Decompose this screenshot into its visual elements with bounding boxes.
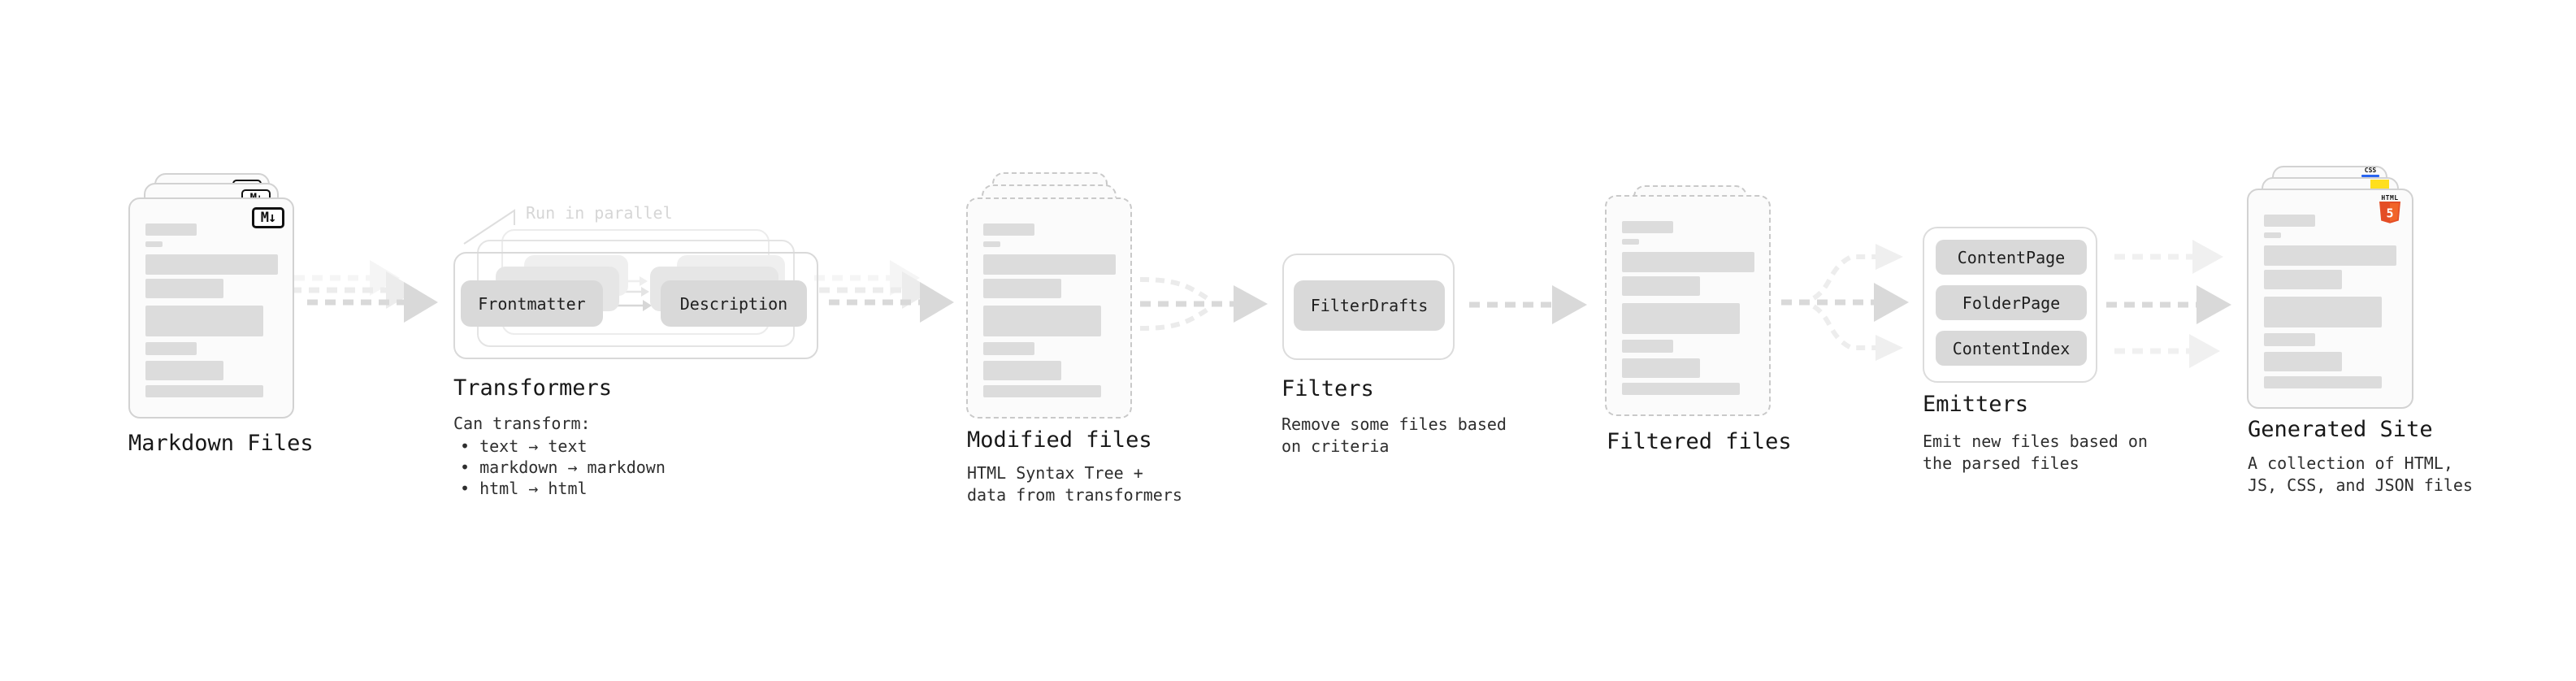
filtered-files-title: Filtered files (1607, 429, 1792, 454)
text-line (2264, 333, 2315, 346)
generated-site-title: Generated Site (2248, 417, 2433, 442)
text-line (983, 306, 1101, 336)
text-line (145, 361, 223, 380)
text-line (983, 241, 1000, 247)
text-line (1622, 383, 1740, 395)
text-line (2264, 215, 2315, 227)
contentpage-pill: ContentPage (1936, 240, 2087, 275)
filtered-document-front (1605, 195, 1771, 416)
text-line (983, 361, 1061, 380)
emitters-container: ContentPage FolderPage ContentIndex (1923, 227, 2097, 383)
css-badge: CSS (2361, 167, 2379, 177)
text-line (1622, 276, 1700, 296)
text-line (2264, 352, 2342, 371)
transformers-title: Transformers (453, 375, 613, 401)
text-line (2264, 245, 2396, 266)
html5-icon-label: HTML (2381, 194, 2399, 202)
arrow-emitters-to-generated (2106, 240, 2231, 368)
text-lines (1622, 221, 1769, 414)
run-in-parallel-note: Run in parallel (526, 203, 673, 223)
contentindex-pill: ContentIndex (1936, 331, 2087, 366)
text-line (1622, 239, 1639, 245)
html5-icon: HTML 5 (2378, 194, 2402, 227)
css-badge-label: CSS (2364, 167, 2377, 174)
text-line (2264, 297, 2382, 327)
arrow-filtered-to-emitters-split (1781, 244, 1909, 361)
javascript-badge (2370, 180, 2389, 189)
svg-text:5: 5 (2386, 206, 2393, 221)
html5-shield: 5 (2379, 202, 2400, 223)
transformer-layer-front (453, 252, 818, 359)
modified-files-title: Modified files (967, 427, 1152, 453)
text-line (145, 241, 163, 247)
text-line (145, 279, 223, 298)
emitters-title: Emitters (1923, 392, 2029, 417)
text-line (1622, 358, 1700, 378)
arrow-modified-to-filters-merge (1139, 277, 1268, 331)
emitters-description: Emit new files based on the parsed files (1923, 432, 2148, 473)
text-line (1622, 221, 1673, 233)
text-line (145, 223, 197, 236)
arrow-transformers-to-modified (814, 260, 954, 323)
generated-site-description: A collection of HTML, JS, CSS, and JSON … (2248, 453, 2473, 495)
markdown-icon: M↓ (252, 207, 284, 228)
text-line (2264, 232, 2281, 238)
modified-files-description: HTML Syntax Tree + data from transformer… (967, 463, 1182, 505)
text-line (2264, 270, 2342, 289)
filters-container: FilterDrafts (1282, 254, 1455, 360)
text-line (145, 385, 263, 397)
transformers-bullet-list: • text → text • markdown → markdown • ht… (460, 436, 666, 498)
filters-description: Remove some files based on criteria (1281, 414, 1507, 456)
text-lines (2264, 215, 2412, 407)
text-lines (145, 223, 293, 417)
modified-document-front (966, 197, 1132, 419)
text-line (1622, 340, 1673, 353)
transformers-description: Can transform: (453, 414, 591, 433)
text-line (2264, 376, 2382, 388)
text-line (983, 385, 1101, 397)
text-line (983, 342, 1034, 355)
markdown-document-front: M↓ (128, 197, 294, 419)
text-line (145, 254, 278, 275)
text-line (983, 223, 1034, 236)
arrow-markdown-to-transformers (276, 260, 438, 323)
text-line (983, 254, 1116, 275)
text-line (983, 279, 1061, 298)
folderpage-pill: FolderPage (1936, 285, 2087, 320)
frontmatter-pill: Frontmatter (461, 280, 603, 327)
markdown-files-title: Markdown Files (128, 431, 314, 456)
text-line (145, 342, 197, 355)
arrow-filters-to-filtered (1469, 285, 1587, 324)
filters-title: Filters (1281, 376, 1374, 401)
text-line (1622, 303, 1740, 334)
filterdrafts-pill: FilterDrafts (1294, 280, 1445, 331)
text-line (145, 306, 263, 336)
description-pill: Description (661, 280, 807, 327)
generated-document-front: HTML 5 (2247, 189, 2413, 409)
text-line (1622, 252, 1754, 272)
text-lines (983, 223, 1130, 417)
css-badge-underline (2361, 175, 2379, 177)
